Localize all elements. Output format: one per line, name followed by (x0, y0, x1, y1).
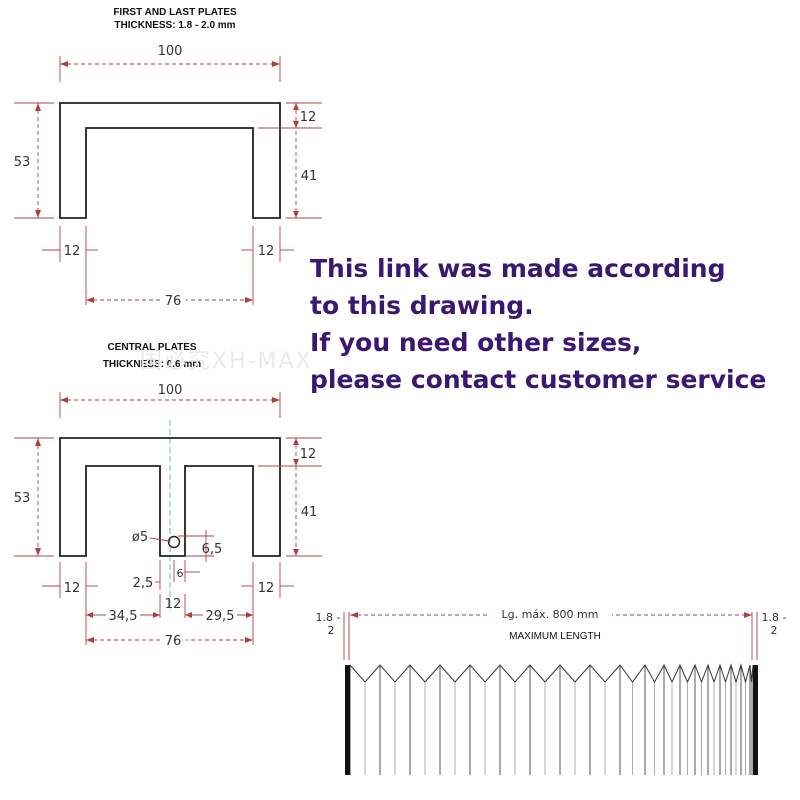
hole-height-value: 6,5 (202, 542, 223, 557)
central-right-leg-value: 12 (258, 581, 275, 596)
central-width-dimension-100: 100 (59, 379, 281, 418)
watermark-text: 国必究XH-MAX (140, 349, 313, 374)
right-end-thickness-line2: 2 (771, 624, 778, 637)
hole-diameter-value: ø5 (132, 530, 148, 545)
central-left-leg-value: 12 (64, 581, 81, 596)
contact-note: This link was made according to this dra… (310, 250, 790, 398)
right-end-plate (753, 665, 758, 775)
central-plates-title: CENTRAL PLATES (107, 342, 196, 353)
mounting-hole (167, 535, 181, 549)
bellows-folds (349, 663, 754, 775)
central-top-thickness-value: 12 (300, 447, 317, 462)
left-slot-value: 34,5 (109, 609, 138, 624)
first-last-plate-profile (59, 102, 281, 219)
left-leg-value: 12 (64, 244, 81, 259)
center-leg-value: 12 (165, 597, 182, 612)
max-length-value: Lg. máx. 800 mm (502, 608, 599, 621)
left-end-plate (345, 665, 350, 775)
inner-width-value: 76 (165, 294, 182, 309)
width-dimension-100: 100 (59, 40, 281, 82)
central-right-side-dimensions: 12 41 (258, 437, 322, 557)
right-end-thickness-line1: 1.8 - (762, 611, 787, 624)
height-value: 53 (14, 155, 31, 170)
hole-offset-value: 6 (177, 567, 184, 580)
inner-height-value: 41 (301, 169, 318, 184)
right-side-dimensions: 12 41 (258, 102, 322, 219)
left-end-thickness-line1: 1.8 - (316, 611, 341, 624)
first-last-thickness-label: THICKNESS: 1.8 - 2.0 mm (114, 20, 235, 31)
max-length-caption: MAXIMUM LENGTH (509, 631, 601, 642)
gap-value: 2,5 (133, 576, 154, 591)
inner-width-dimension-76: 76 (86, 291, 253, 309)
central-inner-width-value: 76 (165, 634, 182, 649)
leg-width-dimensions: 12 12 (42, 226, 294, 305)
central-height-value: 53 (14, 491, 31, 506)
first-last-plate-drawing: FIRST AND LAST PLATES THICKNESS: 1.8 - 2… (12, 7, 322, 309)
right-slot-value: 29,5 (206, 609, 235, 624)
central-thickness-label: THICKNESS: 0.6 mm (103, 359, 201, 370)
height-dimension-53: 53 (12, 102, 54, 219)
bellows-drawing: Lg. máx. 800 mm MAXIMUM LENGTH 1.8 - 2 1… (316, 605, 787, 775)
hole-dimensions: ø5 6,5 6 2,5 (132, 530, 222, 591)
central-height-dimension-53: 53 (12, 437, 54, 557)
note-line-1: This link was made according (310, 254, 726, 283)
central-plate-drawing: CENTRAL PLATES THICKNESS: 0.6 mm 100 53 (12, 342, 322, 649)
central-leg-width-dimensions: 12 12 12 (42, 562, 294, 645)
central-inner-width-dimension-76: 76 (86, 631, 253, 649)
note-line-3: If you need other sizes, (310, 328, 642, 357)
central-inner-height-value: 41 (301, 505, 318, 520)
top-thickness-value: 12 (300, 110, 317, 125)
central-plate-profile (59, 437, 281, 557)
left-end-thickness-line2: 2 (328, 624, 335, 637)
first-last-plates-title: FIRST AND LAST PLATES (113, 7, 237, 18)
right-leg-value: 12 (258, 244, 275, 259)
note-line-2: to this drawing. (310, 291, 534, 320)
bellows-top-edge (349, 663, 754, 684)
slot-width-dimensions: 34,5 29,5 (86, 606, 253, 624)
central-width-value: 100 (158, 383, 183, 398)
width-value: 100 (158, 44, 183, 59)
note-line-4: please contact customer service (310, 365, 767, 394)
